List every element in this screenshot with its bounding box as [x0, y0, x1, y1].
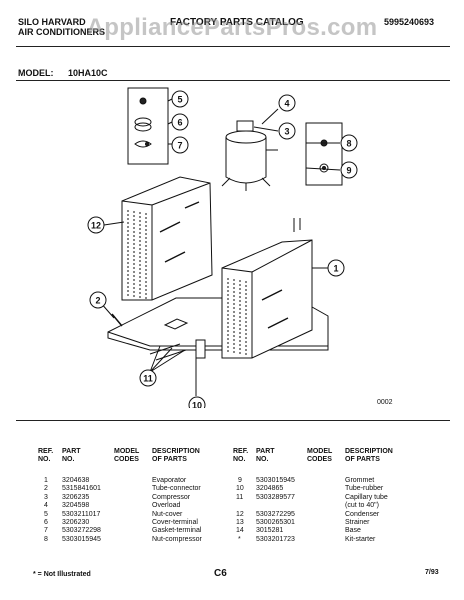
part-cell: 3204638 [62, 477, 90, 484]
ref-cell: 7 [44, 527, 48, 535]
revision-date: 7/93 [425, 569, 439, 576]
evaporator-drawing [221, 218, 313, 359]
callout-5-label: 5 [177, 95, 182, 105]
desc-cell: Tube-rubber [345, 485, 384, 493]
header-rule [16, 46, 450, 47]
terminal-hardware-group [127, 87, 169, 165]
ref-cell: 4 [44, 502, 48, 510]
callout-6 [171, 113, 189, 131]
ref-cell: 14 [236, 527, 244, 535]
grommet-panel [305, 122, 343, 186]
part-cell: 5303289577 [256, 493, 295, 501]
callout-10 [188, 396, 206, 408]
model-value: 10HA10C [68, 68, 108, 78]
table-top-rule [16, 420, 450, 421]
callouts: 5 6 7 4 3 8 9 12 1 2 11 10 [87, 90, 358, 409]
desc-cell: Gasket-terminal [152, 527, 202, 535]
page-number: C6 [214, 568, 227, 579]
ref-cell: 9 [238, 477, 242, 484]
ref-cell: 10 [236, 485, 244, 493]
desc-cell: Overload [152, 502, 181, 510]
callout-4 [278, 94, 296, 112]
col-header-part-left: PART NO. [62, 448, 81, 463]
desc-cell: Base [345, 527, 361, 535]
col-header-desc-right: DESCRIPTION OF PARTS [345, 448, 393, 463]
col-header-model-left: MODEL CODES [114, 448, 140, 463]
part-cell: 5303201723 [256, 535, 295, 543]
callout-11 [139, 369, 157, 387]
desc-cell: Tube-connector [152, 485, 201, 493]
callout-8 [340, 134, 358, 152]
part-cell: 5300265301 [256, 519, 295, 526]
callout-10-label: 10 [192, 401, 202, 409]
ref-cell: 1 [44, 477, 48, 484]
ref-cell: * [238, 535, 241, 543]
callout-2 [89, 291, 107, 309]
desc-cell: Nut-compressor [152, 535, 202, 543]
callout-4-label: 4 [284, 99, 289, 109]
desc-cell: Condenser [345, 510, 380, 518]
callout-1 [327, 259, 345, 277]
callout-9 [340, 161, 358, 179]
compressor-drawing [221, 120, 278, 191]
figure-code: 0002 [377, 399, 393, 406]
part-cell: 3204598 [62, 502, 90, 510]
model-label: MODEL: [18, 68, 54, 78]
ref-cell: 11 [236, 493, 244, 501]
col-header-ref-left: REF. NO. [38, 448, 54, 463]
part-cell: 5303015945 [62, 535, 101, 543]
part-cell: 5303272295 [256, 510, 295, 518]
ref-cell: 3 [44, 493, 48, 501]
part-cell: 5303272298 [62, 527, 101, 535]
part-cell: 3015281 [256, 527, 284, 535]
col-header-desc-left: DESCRIPTION OF PARTS [152, 448, 200, 463]
callout-9-label: 9 [346, 166, 351, 176]
callout-12 [87, 216, 105, 234]
ref-cell: 13 [236, 519, 244, 526]
not-illustrated-note: * = Not Illustrated [33, 571, 91, 578]
col-header-ref-right: REF. NO. [233, 448, 249, 463]
condenser-drawing [121, 176, 213, 301]
ref-cell: 8 [44, 535, 48, 543]
callout-3-label: 3 [284, 127, 289, 137]
callout-12-label: 12 [91, 221, 101, 231]
callout-7 [171, 136, 189, 154]
col-header-part-right: PART NO. [256, 448, 275, 463]
catalog-title: FACTORY PARTS CATALOG [170, 17, 304, 28]
desc-cell: Grommet [345, 477, 375, 484]
desc-cell: Strainer [345, 519, 370, 526]
callout-6-label: 6 [177, 118, 182, 128]
part-cell: 3204865 [256, 485, 284, 493]
callout-1-label: 1 [333, 264, 338, 274]
ref-cell: 2 [44, 485, 48, 493]
desc-cell: Evaporator [152, 477, 187, 484]
callout-8-label: 8 [346, 139, 351, 149]
callout-3 [278, 122, 296, 140]
catalog-number: 5995240693 [384, 17, 435, 27]
callout-11-label: 11 [143, 374, 153, 384]
callout-7-label: 7 [177, 141, 182, 151]
part-cell: 3206230 [62, 519, 90, 526]
desc-cell: Kit-starter [345, 535, 376, 543]
desc-cell: Compressor [152, 493, 191, 501]
callout-2-label: 2 [95, 296, 100, 306]
desc-cell: Cover-terminal [152, 519, 198, 526]
brand-line-1: SILO HARVARD [18, 17, 86, 27]
desc-cell: (cut to 40") [345, 502, 379, 510]
part-cell: 5303015945 [256, 477, 295, 484]
col-header-model-right: MODEL CODES [307, 448, 333, 463]
callout-5 [171, 90, 189, 108]
ref-cell: 12 [236, 510, 244, 518]
ref-cell: 6 [44, 519, 48, 526]
exploded-parts-diagram: 5 6 7 4 3 8 9 12 1 2 11 10 [87, 87, 358, 409]
desc-cell: Nut-cover [152, 510, 183, 518]
model-rule [16, 80, 450, 81]
part-cell: 5303211017 [62, 510, 101, 518]
part-cell: 5315841601 [62, 485, 101, 493]
watermark: AppliancePartsPros.com [86, 14, 378, 41]
brand-line-2: AIR CONDITIONERS [18, 27, 106, 37]
desc-cell: Capillary tube [345, 493, 388, 501]
ref-cell: 5 [44, 510, 48, 518]
part-cell: 3206235 [62, 493, 90, 501]
